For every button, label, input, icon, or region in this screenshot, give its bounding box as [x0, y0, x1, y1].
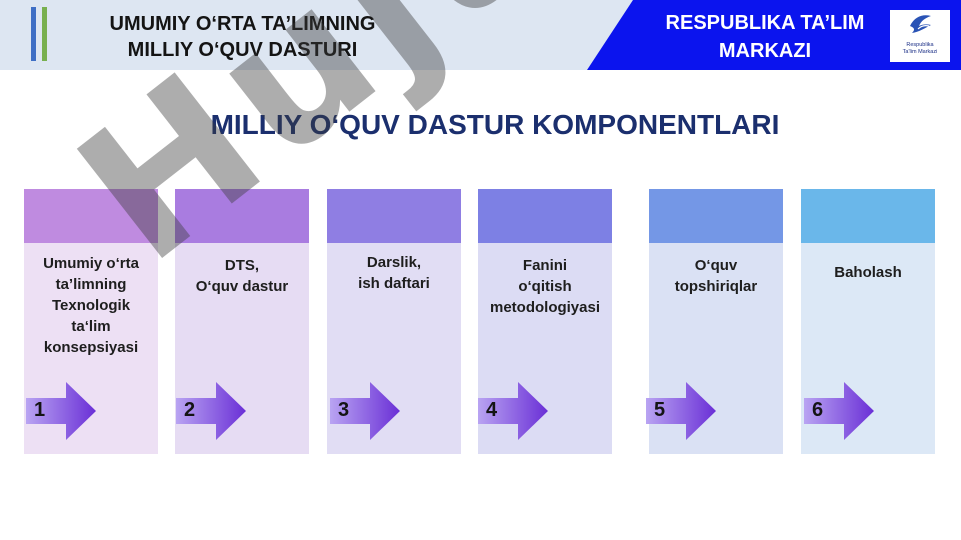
component-card-header — [649, 189, 783, 243]
step-arrow-icon: 3 — [330, 382, 400, 440]
component-label: O‘quv topshiriqlar — [674, 257, 758, 295]
logo-text-line2: Ta'lim Markazi — [902, 49, 938, 55]
program-title: UMUMIY O‘RTA TA’LIMNING MILLIY O‘QUV DAS… — [109, 13, 376, 61]
component-label: Baholash — [834, 264, 902, 281]
header-accent-blue — [31, 7, 36, 61]
organization-title: RESPUBLIKA TA’LIM MARKAZI — [665, 12, 865, 62]
bird-icon — [910, 15, 931, 33]
step-number: 5 — [654, 399, 666, 421]
header-accent-green — [42, 7, 47, 61]
step-number: 3 — [338, 399, 350, 421]
step-arrow-icon: 1 — [26, 382, 96, 440]
page-title: MILLIY O‘QUV DASTUR KOMPONENTLARI — [210, 109, 780, 140]
step-arrow-icon: 4 — [478, 382, 548, 440]
step-arrow-icon: 6 — [804, 382, 874, 440]
step-number: 1 — [34, 399, 46, 421]
component-label: Fanini o‘qitish metodologiyasi — [489, 257, 601, 316]
component-label: Umumiy o‘rta ta’limning Texnologik ta‘li… — [43, 255, 139, 356]
step-number: 4 — [486, 399, 498, 421]
component-card-header — [175, 189, 309, 243]
organization-logo: Respublika Ta'lim Markazi — [890, 10, 950, 62]
component-label: DTS, O‘quv dastur — [195, 257, 289, 295]
step-number: 6 — [812, 399, 824, 421]
component-card-header — [478, 189, 612, 243]
step-arrow-icon: 2 — [176, 382, 246, 440]
step-arrow-icon: 5 — [646, 382, 716, 440]
step-number: 2 — [184, 399, 196, 421]
logo-text-line1: Respublika — [906, 42, 934, 48]
component-label: Darslik, ish daftari — [358, 254, 430, 292]
component-card-header — [327, 189, 461, 243]
component-card-header — [24, 189, 158, 243]
component-card-header — [801, 189, 935, 243]
